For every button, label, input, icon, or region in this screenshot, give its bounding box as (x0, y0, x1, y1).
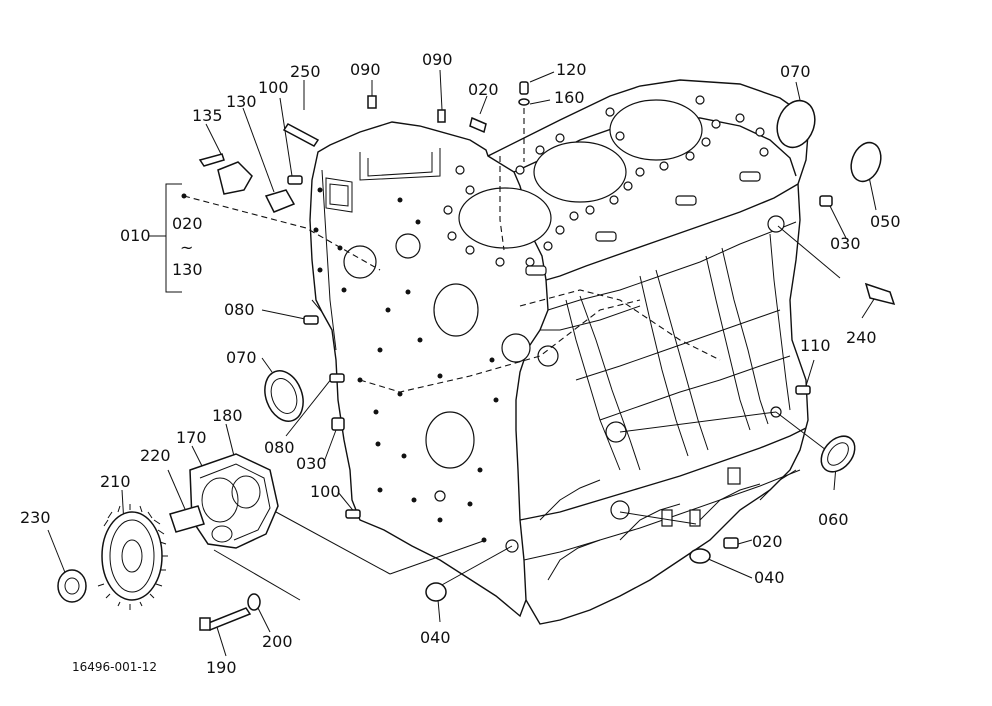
callout-090-left: 090 (350, 60, 381, 79)
assembly-dashed-lines (183, 108, 721, 393)
leader-lines (47, 69, 877, 657)
cylinder-bores (458, 99, 703, 249)
callout-180: 180 (212, 406, 243, 425)
callout-070-top: 070 (780, 62, 811, 81)
callout-120: 120 (556, 60, 587, 79)
callout-100-top: 100 (258, 78, 289, 97)
cylinder-block (309, 79, 809, 625)
callout-100-lower: 100 (310, 482, 341, 501)
document-id: 16496-001-12 (72, 660, 158, 674)
callout-080-lower: 080 (264, 438, 295, 457)
callout-030-left: 030 (296, 454, 327, 473)
callout-160: 160 (554, 88, 585, 107)
callout-130-group: 130 (172, 260, 203, 279)
callout-040-left: 040 (420, 628, 451, 647)
callout-020-group: 020 (172, 214, 203, 233)
callout-090-right: 090 (422, 50, 453, 69)
callout-250: 250 (290, 62, 321, 81)
callout-170: 170 (176, 428, 207, 447)
callout-080-upper: 080 (224, 300, 255, 319)
callout-200: 200 (262, 632, 293, 651)
callout-range-tilde: ~ (180, 238, 194, 257)
callout-230: 230 (20, 508, 51, 527)
oil-pump-assembly (57, 453, 279, 631)
callout-070-left: 070 (226, 348, 257, 367)
callout-190: 190 (206, 658, 237, 677)
callout-020-lower: 020 (752, 532, 783, 551)
callout-130-top: 130 (226, 92, 257, 111)
callout-110: 110 (800, 336, 831, 355)
callout-135: 135 (192, 106, 223, 125)
callout-220: 220 (140, 446, 171, 465)
callout-210: 210 (100, 472, 131, 491)
callout-020-top: 020 (468, 80, 499, 99)
callout-050: 050 (870, 212, 901, 231)
callout-040-right: 040 (754, 568, 785, 587)
callout-030-right: 030 (830, 234, 861, 253)
small-parts (181, 81, 896, 602)
callout-010: 010 (120, 226, 151, 245)
callout-060: 060 (818, 510, 849, 529)
callout-240: 240 (846, 328, 877, 347)
